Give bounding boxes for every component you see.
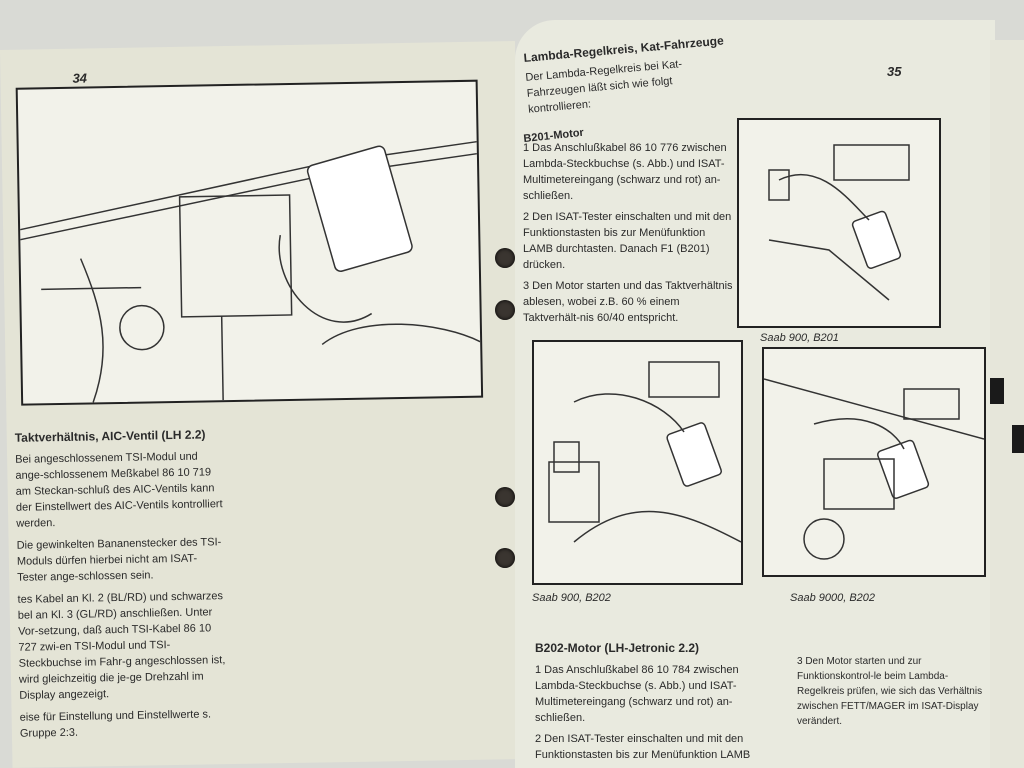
illustration-saab-900-b202 — [532, 340, 743, 585]
left-page: 34 Taktverhältnis, AIC-Ventil (LH 2.2) B… — [0, 41, 528, 768]
b202-steps-col2: 3 Den Motor starten und zur Funktionskon… — [797, 654, 983, 734]
step: 2 Den ISAT-Tester einschalten und mit de… — [523, 211, 732, 271]
b201-steps: 1 Das Anschlußkabel 86 10 776 zwischen L… — [523, 140, 735, 326]
paragraph: Die gewinkelten Bananenstecker des TSI-M… — [16, 536, 222, 584]
paragraph: tes Kabel an Kl. 2 (BL/RD) und schwarzes… — [17, 590, 226, 702]
section-heading: Taktverhältnis, AIC-Ventil (LH 2.2) — [14, 427, 206, 445]
binder-hole — [495, 248, 515, 268]
caption: Saab 9000, B202 — [790, 592, 876, 604]
step: 1 Das Anschlußkabel 86 10 776 zwischen L… — [523, 142, 727, 202]
page-number: 35 — [887, 64, 902, 79]
step: 1 Das Anschlußkabel 86 10 784 zwischen L… — [535, 664, 739, 724]
binder-hole — [495, 548, 515, 568]
illustration-saab-900-b201 — [737, 118, 941, 328]
step: 2 Den ISAT-Tester einschalten und mit de… — [535, 733, 751, 761]
step: 3 Den Motor starten und zur Funktionskon… — [797, 656, 983, 727]
index-tab — [1012, 425, 1024, 453]
b202-steps-col1: 1 Das Anschlußkabel 86 10 784 zwischen L… — [535, 662, 760, 768]
isat-tester-illustration — [19, 140, 481, 403]
index-tab — [990, 378, 1004, 404]
page-edges — [990, 40, 1024, 768]
body-text: Bei angeschlossenem TSI-Modul und ange-s… — [15, 448, 230, 742]
binder-hole — [495, 300, 515, 320]
b202-heading: B202-Motor (LH-Jetronic 2.2) — [535, 641, 700, 655]
binder-hole — [495, 487, 515, 507]
right-page: 35 Lambda-Regelkreis, Kat-Fahrzeuge Der … — [515, 20, 995, 768]
step: 3 Den Motor starten und das Taktverhältn… — [523, 280, 733, 324]
paragraph: eise für Einstellung und Einstellwerte s… — [19, 708, 212, 740]
engine-bay-illustration — [15, 79, 484, 406]
paragraph: Bei angeschlossenem TSI-Modul und ange-s… — [15, 450, 223, 530]
illustration-saab-9000-b202 — [762, 347, 986, 577]
page-number: 34 — [72, 70, 88, 86]
caption: Saab 900, B201 — [760, 332, 839, 344]
caption: Saab 900, B202 — [532, 592, 611, 604]
